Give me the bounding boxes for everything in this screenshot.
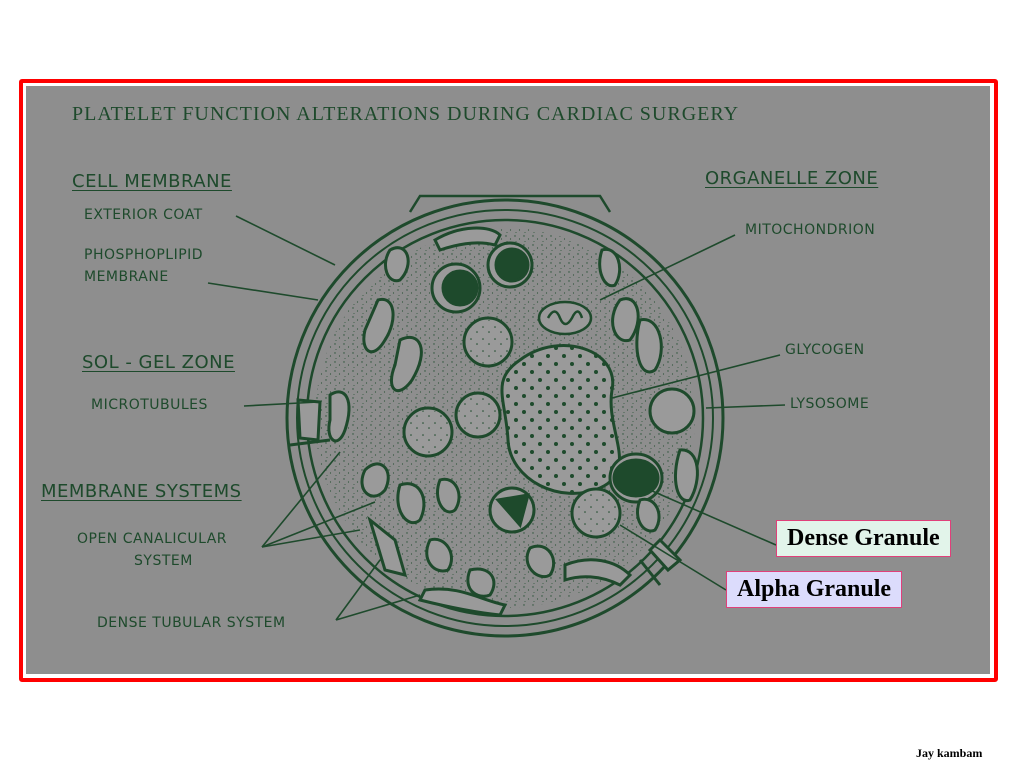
author-footer: Jay kambam [916,746,983,760]
label-membrane: MEMBRANE [84,269,169,285]
tubular-systems [296,226,699,617]
diagram-title: PLATELET FUNCTION ALTERATIONS DURING CAR… [72,103,740,125]
label-glycogen: GLYCOGEN [785,342,865,358]
heading-organelle-zone: ORGANELLE ZONE [705,168,879,189]
heading-sol-gel-zone: SOL - GEL ZONE [82,352,235,373]
alpha-granule-callout: Alpha Granule [726,571,903,608]
label-system: SYSTEM [134,553,193,569]
heading-membrane-systems: MEMBRANE SYSTEMS [41,481,242,502]
label-dense-tubular-system: DENSE TUBULAR SYSTEM [97,615,286,631]
label-open-canalicular: OPEN CANALICULAR [77,531,228,547]
heading-cell-membrane: CELL MEMBRANE [72,171,232,192]
label-microtubules: MICROTUBULES [91,397,208,413]
dense-granule-callout: Dense Granule [776,520,951,557]
label-mitochondrion: MITOCHONDRION [745,222,876,238]
alpha-granule-dots [406,320,618,535]
label-phospholipid: PHOSPHOPLIPID [84,247,204,263]
dense-granules [430,241,664,534]
label-lysosome: LYSOSOME [790,396,870,412]
leader-lines [207,215,786,621]
label-exterior-coat: EXTERIOR COAT [84,207,203,223]
glycogen-area [500,344,621,495]
mitochondrion [537,300,593,336]
